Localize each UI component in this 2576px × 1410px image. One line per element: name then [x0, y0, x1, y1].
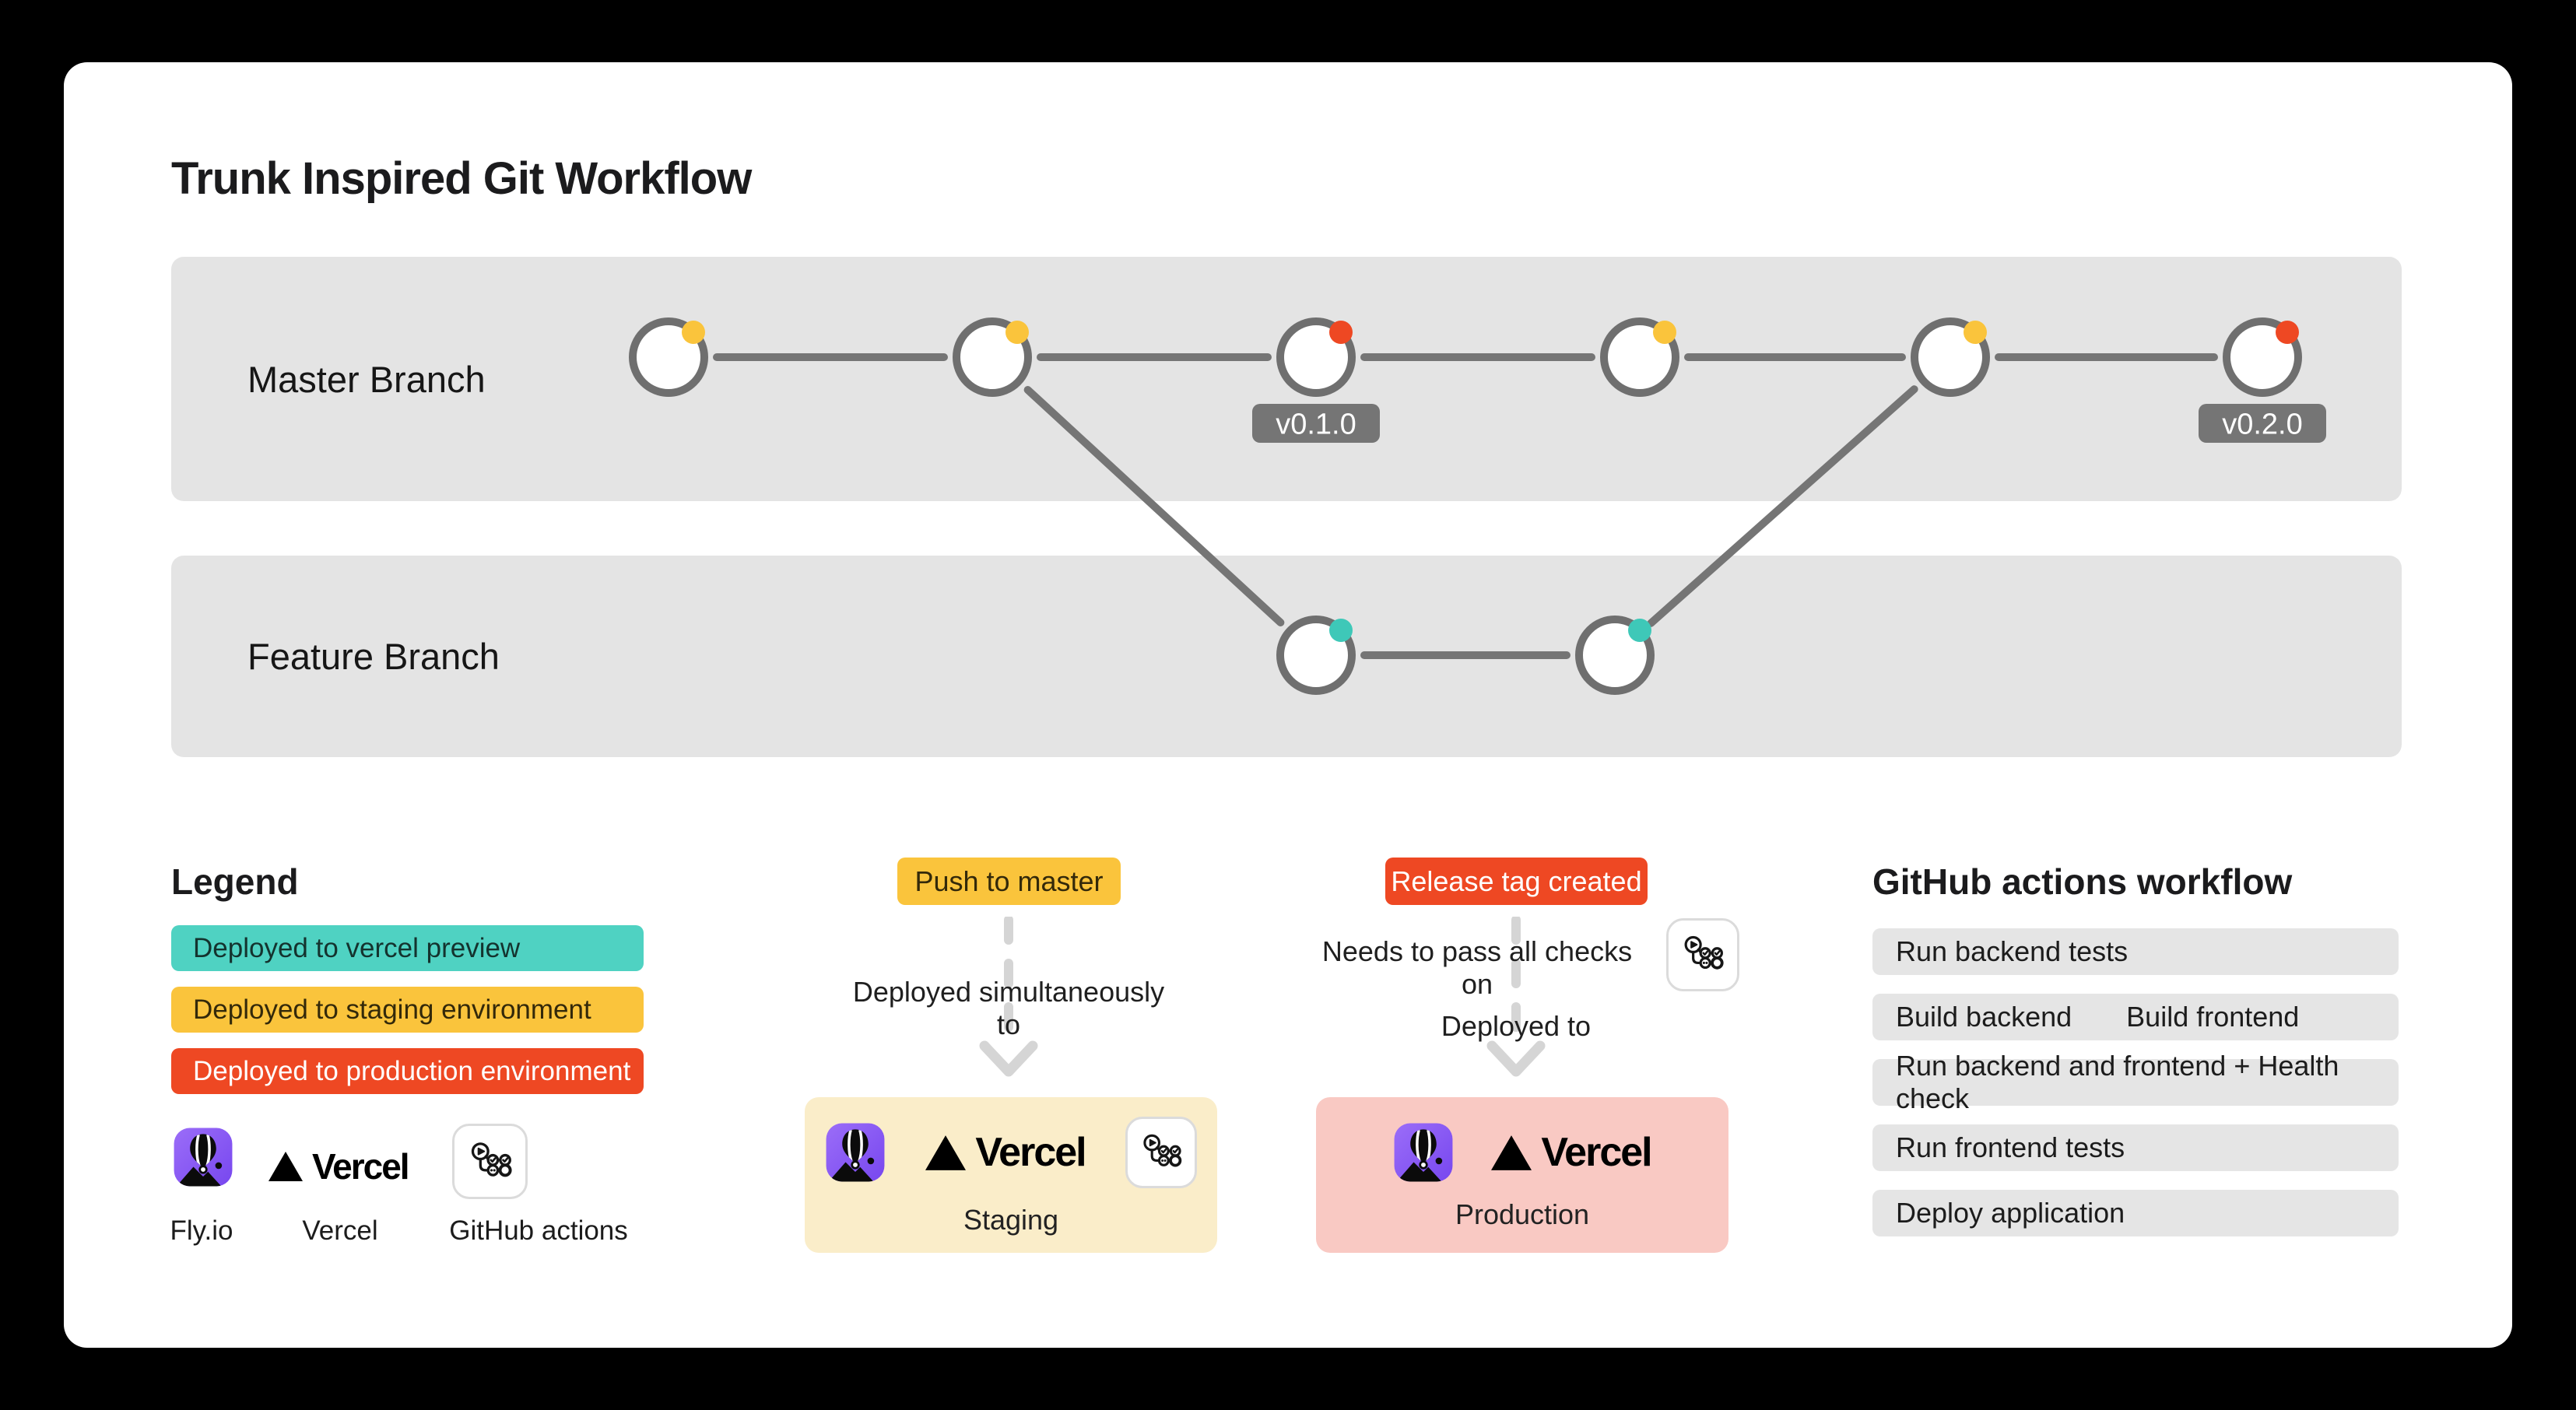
github-actions-workflow-icon	[465, 1136, 516, 1187]
vercel-triangle-icon	[268, 1152, 303, 1181]
feature-branch-lane: Feature Branch	[171, 556, 2402, 757]
push-to-master-pill: Push to master	[897, 858, 1121, 905]
flyio-balloon-icon	[173, 1127, 233, 1187]
workflow-step-deploy-application: Deploy application	[1872, 1190, 2399, 1236]
vercel-logo: Vercel	[925, 1129, 1087, 1176]
page-title: Trunk Inspired Git Workflow	[171, 153, 752, 204]
master-branch-label: Master Branch	[247, 358, 486, 400]
tool-label-vercel: Vercel	[302, 1215, 378, 1246]
production-deploy-note: Deployed to	[1441, 1010, 1592, 1042]
release-tag-created-label: Release tag created	[1391, 865, 1642, 897]
workflow-step-label: Run backend and frontend + Health check	[1896, 1050, 2339, 1114]
push-to-master-label: Push to master	[914, 865, 1104, 897]
github-actions-icon-box	[1666, 918, 1739, 991]
workflow-step-run-backend-tests: Run backend tests	[1872, 928, 2399, 975]
workflow-step-label: Run backend tests	[1896, 935, 2129, 967]
legend-item-vercel-preview: Deployed to vercel preview	[171, 925, 644, 971]
github-actions-icon-box	[1125, 1117, 1197, 1188]
workflow-step-build: Build backend Build frontend	[1872, 994, 2399, 1040]
staging-flow-note: Deployed simultaneously to	[852, 976, 1165, 1040]
vercel-logo: Vercel	[268, 1145, 410, 1187]
production-env-label: Production	[1455, 1198, 1590, 1230]
staging-env-icons: Vercel	[825, 1117, 1197, 1188]
legend-item-label: Deployed to production environment	[193, 1055, 631, 1086]
dashed-arrow-down-icon	[979, 917, 1038, 1077]
release-tag-created-pill: Release tag created	[1385, 858, 1648, 905]
staging-env-box: Vercel Staging	[805, 1097, 1217, 1253]
workflow-step-health-check: Run backend and frontend + Health check	[1872, 1050, 2399, 1114]
workflow-step-label: Deploy application	[1896, 1197, 2125, 1229]
flyio-balloon-icon	[825, 1122, 886, 1183]
vercel-logo: Vercel	[1491, 1129, 1653, 1176]
vercel-wordmark: Vercel	[1541, 1130, 1652, 1175]
production-env-icons: Vercel	[1336, 1122, 1708, 1183]
tool-label-github-actions: GitHub actions	[449, 1215, 628, 1246]
github-actions-icon-box	[452, 1124, 528, 1199]
github-actions-workflow-title: GitHub actions workflow	[1872, 861, 2293, 902]
github-actions-workflow-icon	[1678, 930, 1727, 979]
feature-branch-label: Feature Branch	[247, 636, 500, 677]
vercel-wordmark: Vercel	[312, 1146, 410, 1187]
production-checks-note: Needs to pass all checks on	[1321, 935, 1633, 1000]
legend-item-staging: Deployed to staging environment	[171, 987, 644, 1033]
legend-item-label: Deployed to staging environment	[193, 994, 591, 1025]
master-branch-lane: Master Branch	[171, 257, 2402, 501]
workflow-step-label: Run frontend tests	[1896, 1131, 2125, 1163]
dashed-arrow-down-icon	[1486, 917, 1546, 1077]
flyio-balloon-icon	[1393, 1122, 1454, 1183]
workflow-step-label: Build backend	[1896, 1001, 2072, 1033]
github-actions-workflow-icon	[1137, 1128, 1185, 1177]
vercel-triangle-icon	[1491, 1135, 1532, 1170]
production-env-box: Vercel Production	[1316, 1097, 1728, 1253]
workflow-step-label: Build frontend	[2126, 1001, 2300, 1033]
legend-item-label: Deployed to vercel preview	[193, 932, 521, 963]
legend-item-production: Deployed to production environment	[171, 1048, 644, 1094]
vercel-wordmark: Vercel	[975, 1130, 1086, 1175]
staging-env-label: Staging	[963, 1204, 1059, 1236]
workflow-step-run-frontend-tests: Run frontend tests	[1872, 1124, 2399, 1171]
tool-label-flyio: Fly.io	[170, 1215, 233, 1246]
legend-title: Legend	[171, 861, 299, 902]
vercel-triangle-icon	[925, 1135, 967, 1170]
